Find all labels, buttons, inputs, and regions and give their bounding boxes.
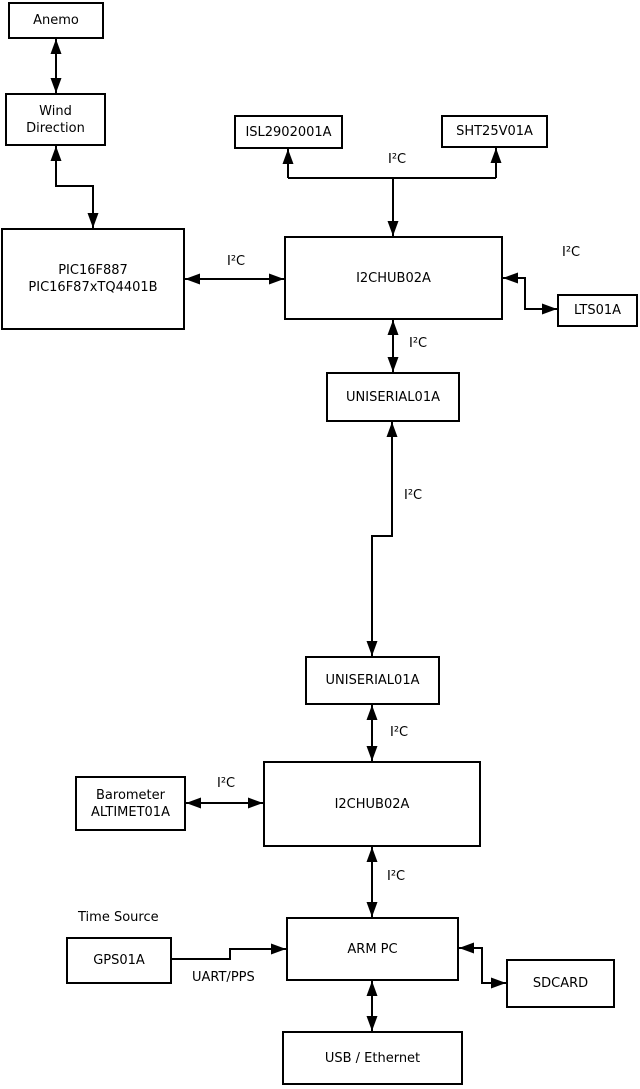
wire-armpc-sdcard: [459, 942, 506, 989]
node-sdcard: SDCARD: [506, 959, 615, 1008]
edge-label-i2c-lts: I²C: [562, 245, 581, 260]
node-uniserial-top: UNISERIAL01A: [326, 372, 460, 422]
edge-label-time-source: Time Source: [78, 910, 159, 925]
node-gps01a: GPS01A: [66, 937, 172, 984]
node-i2chub-bottom: I2CHUB02A: [263, 761, 481, 847]
wire-uniserial-top-uniserial-bottom: [366, 422, 398, 656]
node-uniserial-bottom-label: UNISERIAL01A: [325, 673, 420, 688]
node-i2chub-top: I2CHUB02A: [284, 236, 503, 320]
node-wind-direction-line2: Direction: [26, 120, 85, 136]
edge-label-i2c-arm: I²C: [387, 869, 406, 884]
node-wind-direction: Wind Direction: [5, 93, 106, 146]
node-isl2902001a: ISL2902001A: [234, 115, 343, 149]
node-lts01a: LTS01A: [557, 294, 638, 327]
edge-label-i2c-uniserial-hub: I²C: [390, 725, 409, 740]
node-gps01a-label: GPS01A: [93, 953, 145, 968]
node-barometer-line1: Barometer: [96, 787, 165, 803]
edge-label-uart-pps: UART/PPS: [192, 970, 255, 985]
edge-label-i2c-hub-uniserial: I²C: [409, 336, 428, 351]
wire-gps-armpc: [172, 943, 286, 960]
edge-label-i2c-long-link: I²C: [404, 488, 423, 503]
node-arm-pc: ARM PC: [286, 917, 459, 981]
node-barometer: Barometer ALTIMET01A: [75, 776, 186, 831]
node-lts01a-label: LTS01A: [573, 303, 622, 318]
node-pic-line1: PIC16F887: [58, 263, 128, 278]
node-i2chub-top-label: I2CHUB02A: [356, 270, 431, 286]
node-barometer-line2: ALTIMET01A: [91, 804, 170, 820]
edge-label-i2c-barometer: I²C: [217, 776, 236, 791]
node-sdcard-label: SDCARD: [532, 976, 589, 991]
node-uniserial-bottom: UNISERIAL01A: [305, 656, 440, 705]
node-isl2902001a-label: ISL2902001A: [245, 124, 332, 140]
node-i2chub-bottom-label: I2CHUB02A: [334, 796, 410, 812]
node-pic-line2: PIC16F87xTQ4401B: [28, 280, 158, 295]
wire-wind-pic: [50, 146, 99, 228]
node-pic: PIC16F887 PIC16F87xTQ4401B: [1, 228, 185, 330]
wire-i2chub-top-lts: [503, 272, 557, 315]
node-wind-direction-line1: Wind: [39, 103, 72, 119]
node-anemo-label: Anemo: [33, 13, 79, 28]
edge-label-i2c-pic: I²C: [227, 254, 246, 269]
edge-label-i2c-sensors: I²C: [388, 152, 407, 167]
node-usb-ethernet: USB / Ethernet: [282, 1031, 463, 1085]
node-usb-ethernet-label: USB / Ethernet: [324, 1050, 421, 1066]
node-anemo: Anemo: [8, 2, 104, 39]
node-arm-pc-label: ARM PC: [347, 941, 398, 957]
node-sht25v01a-label: SHT25V01A: [456, 124, 533, 139]
node-uniserial-top-label: UNISERIAL01A: [346, 389, 440, 405]
node-sht25v01a: SHT25V01A: [441, 115, 548, 148]
